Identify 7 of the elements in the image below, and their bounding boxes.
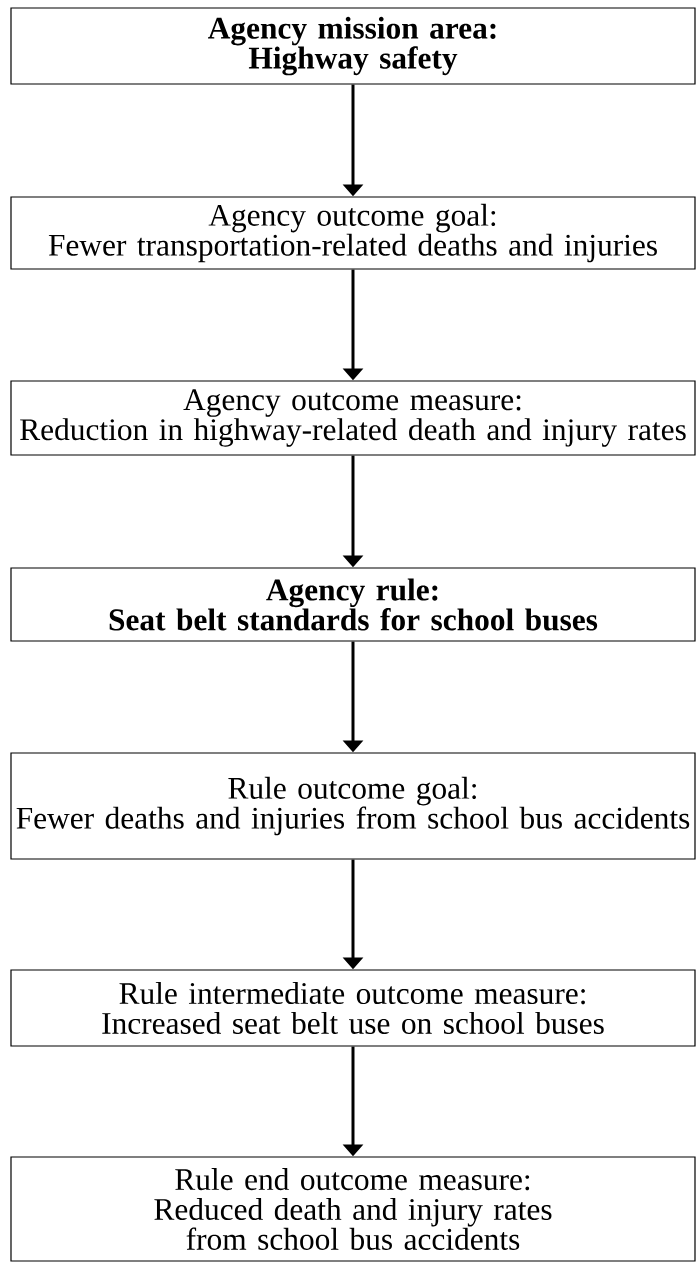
text-box: Agency rule: Seat belt standards for school buses xyxy=(10,567,696,642)
text-box: Rule outcome goal: Fewer deaths and injuries from school bus accidents xyxy=(10,752,696,860)
text-box: Agency outcome measure: Reduction in highway-related death and injury rates xyxy=(10,380,696,456)
text-box: Rule end outcome measure: Reduced death and injury rates from school bus accidents xyxy=(10,1156,696,1262)
text-box: Rule intermediate outcome measure: Increased seat belt use on school buses xyxy=(10,969,696,1047)
text-box: Agency outcome goal: Fewer transportation-related deaths and injuries xyxy=(10,196,696,270)
text-box: Agency mission area: Highway safety xyxy=(10,7,696,85)
